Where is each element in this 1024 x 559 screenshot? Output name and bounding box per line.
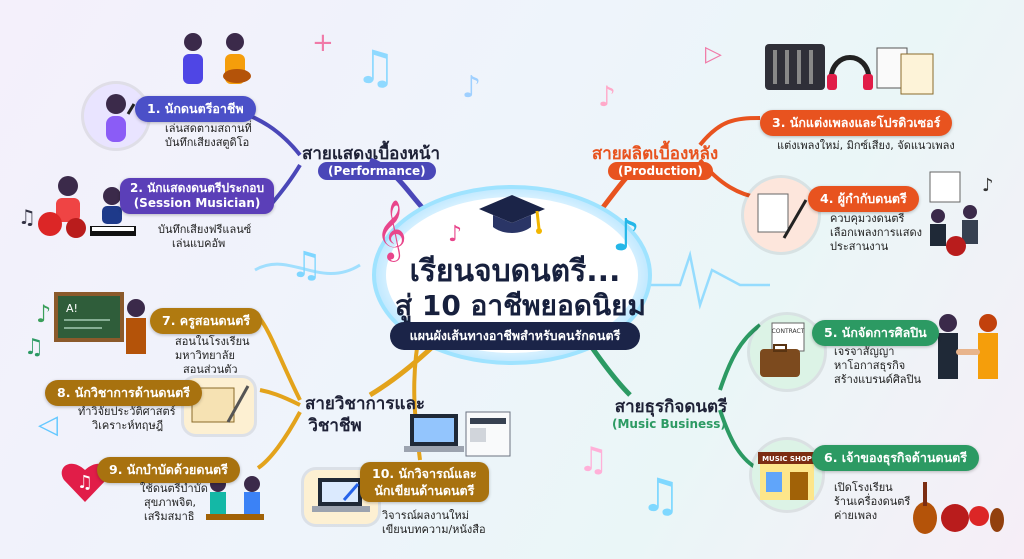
studio-equipment-illustration — [765, 40, 935, 100]
branch-business-sub: (Music Business) — [612, 417, 726, 431]
plus-sparkle-icon: + — [312, 28, 334, 58]
branch-production-label: สายผลิตเบื้องหลัง — [591, 144, 719, 164]
career-6-title: 6. เจ้าของธุรกิจด้านดนตรี — [812, 445, 979, 471]
career-4-desc-1: ควบคุมวงดนตรี — [830, 212, 905, 225]
music-note-icon: ♪ — [462, 70, 482, 105]
laptop-newspaper-illustration — [404, 408, 514, 460]
music-note-icon: ♪ — [982, 175, 994, 196]
career-7-desc-1: สอนในโรงเรียน — [175, 335, 250, 348]
career-2-desc-2: เล่นแบคอัพ — [172, 237, 226, 250]
music-note-icon: ♪ — [612, 210, 641, 261]
branch-academic-label-1: สายวิชาการและ — [305, 394, 425, 414]
branch-production-sub: (Production) — [608, 162, 713, 180]
career-2-title: 2. นักแสดงดนตรีประกอบ (Session Musician) — [120, 178, 275, 214]
career-8-desc-1: ทำวิจัยประวัติศาสตร์ — [78, 405, 176, 418]
career-5-desc-3: สร้างแบรนด์ศิลปิน — [834, 373, 922, 386]
music-note-icon: ♫ — [578, 440, 609, 480]
career-10-title: 10. นักวิจารณ์และ นักเขียนด้านดนตรี — [360, 462, 489, 502]
career-4-title: 4. ผู้กำกับดนตรี — [808, 186, 919, 212]
career-7-desc-2: มหาวิทยาลัย — [175, 349, 235, 362]
music-note-icon: ♪ — [598, 80, 616, 113]
main-title-line2: สู่ 10 อาชีพยอดนิยม — [395, 289, 646, 322]
career-10-title-line1: 10. นักวิจารณ์และ — [372, 466, 477, 481]
instruments-illustration — [905, 478, 1005, 538]
career-8-title: 8. นักวิชาการด้านดนตรี — [45, 380, 202, 406]
svg-text:♫: ♫ — [77, 472, 93, 493]
session-musicians-illustration — [28, 160, 138, 250]
contract-label: CONTRACT — [772, 328, 805, 335]
career-6-desc-3: ค่ายเพลง — [834, 509, 878, 522]
career-5-title: 5. นักจัดการศิลปิน — [812, 320, 939, 346]
career-4-desc-3: ประสานงาน — [830, 240, 889, 253]
triangle-decor-icon: ◁ — [38, 410, 58, 440]
contract-briefcase-icon: CONTRACT — [750, 315, 824, 389]
music-note-icon: ♪ — [36, 300, 52, 328]
play-triangle-icon: ▷ — [705, 42, 722, 67]
career-9-desc-2: สุขภาพจิต, — [144, 496, 196, 509]
career-3-desc-1: แต่งเพลงใหม่, มิกซ์เสียง, จัดแนวเพลง — [777, 139, 955, 152]
handshake-illustration — [930, 305, 1010, 395]
career-5-desc-1: เจรจาสัญญา — [834, 345, 895, 358]
career-2-desc-1: บันทึกเสียงฟรีแลนซ์ — [158, 223, 252, 236]
chalkboard-text: A! — [66, 302, 78, 315]
career-5-desc-2: หาโอกาสธุรกิจ — [834, 359, 906, 372]
career-4-desc-2: เลือกเพลงการแสดง — [830, 226, 922, 239]
career-8-desc-2: วิเคราะห์ทฤษฎี — [92, 419, 164, 432]
career-7-title: 7. ครูสอนดนตรี — [150, 308, 263, 334]
conductor-score-icon — [744, 178, 818, 252]
music-note-icon: ♫ — [355, 40, 397, 94]
career-9-desc-1: ใช้ดนตรีบำบัด — [140, 482, 208, 495]
music-note-icon: ♫ — [290, 245, 323, 286]
treble-clef-icon: 𝄞 — [376, 200, 407, 260]
music-note-icon: ♪ — [448, 222, 463, 247]
career-1-desc-1: เล่นสดตามสถานที่ — [165, 122, 252, 135]
career-1-title: 1. นักดนตรีอาชีพ — [135, 96, 256, 122]
branch-performance-label: สายแสดงเบื้องหน้า — [301, 144, 441, 164]
career-10-title-line2: นักเขียนด้านดนตรี — [374, 483, 475, 498]
graduation-cap-icon — [477, 193, 547, 237]
music-note-icon: ♫ — [24, 335, 44, 360]
branch-business-label: สายธุรกิจดนตรี — [614, 397, 728, 417]
main-title-line1: เรียนจบดนตรี... — [409, 254, 621, 289]
music-shop-label: MUSIC SHOP — [762, 455, 812, 463]
musicians-illustration — [165, 28, 265, 94]
career-10-desc-2: เขียนบทความ/หนังสือ — [382, 523, 486, 536]
career-3-title: 3. นักแต่งเพลงและโปรดิวเซอร์ — [760, 110, 953, 136]
career-6-desc-2: ร้านเครื่องดนตรี — [834, 495, 911, 508]
heart-music-icon: ♫ — [60, 458, 110, 504]
branch-performance-sub: (Performance) — [318, 162, 436, 180]
music-note-icon: ♫ — [640, 468, 682, 522]
chalkboard-teacher-illustration: A! — [52, 288, 152, 358]
music-shop-icon: MUSIC SHOP — [752, 440, 822, 510]
career-1-desc-2: บันทึกเสียงสตูดิโอ — [165, 136, 250, 149]
career-9-desc-3: เสริมสมาธิ — [144, 510, 195, 523]
orchestra-illustration — [918, 170, 998, 260]
career-2-title-line1: 2. นักแสดงดนตรีประกอบ — [130, 181, 265, 195]
career-9-title: 9. นักบำบัดด้วยดนตรี — [97, 457, 240, 483]
career-6-desc-1: เปิดโรงเรียน — [834, 481, 893, 494]
main-subtitle: แผนผังเส้นทางอาชีพสำหรับคนรักดนตรี — [390, 322, 640, 350]
music-note-icon: ♫ — [18, 205, 36, 229]
career-2-title-line2: (Session Musician) — [133, 196, 261, 210]
career-10-desc-1: วิจารณ์ผลงานใหม่ — [382, 509, 470, 522]
career-7-desc-3: สอนส่วนตัว — [183, 363, 238, 376]
branch-academic-label-2: วิชาชีพ — [308, 416, 362, 436]
